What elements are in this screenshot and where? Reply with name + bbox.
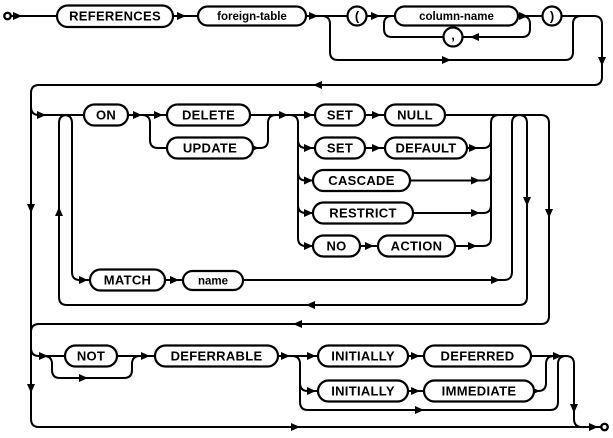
svg-text:DEFERRABLE: DEFERRABLE [171,349,263,364]
svg-text:SET: SET [327,141,353,156]
svg-text:IMMEDIATE: IMMEDIATE [442,384,517,399]
svg-text:): ) [550,9,554,24]
node-deferrable: DEFERRABLE [153,344,280,368]
node-not: NOT [63,344,119,368]
svg-text:(: ( [355,9,360,24]
svg-text:name: name [198,276,228,288]
svg-text:NULL: NULL [397,108,433,123]
svg-text:DEFAULT: DEFAULT [395,141,456,156]
end-terminal [600,422,609,432]
svg-text:ON: ON [96,108,116,123]
node-close-paren: ) [541,5,563,27]
node-match: MATCH [88,268,167,292]
svg-text:NO: NO [326,239,346,254]
svg-text:UPDATE: UPDATE [183,141,237,156]
svg-text:ACTION: ACTION [391,239,443,254]
svg-text:MATCH: MATCH [104,273,151,288]
svg-text:SET: SET [327,108,353,123]
node-references: REFERENCES [55,4,175,29]
node-default: DEFAULT [383,136,469,160]
node-action: ACTION [376,234,457,258]
svg-text:INITIALLY: INITIALLY [331,349,395,364]
svg-text:foreign-table: foreign-table [217,11,287,23]
svg-text:NOT: NOT [77,349,105,364]
node-no: NO [311,234,362,258]
node-comma: , [442,26,464,48]
svg-text:column-name: column-name [419,11,494,23]
node-name: name [181,269,245,292]
flow-arrows [13,12,606,431]
svg-text:RESTRICT: RESTRICT [329,206,396,221]
svg-text:,: , [451,28,455,43]
svg-text:INITIALLY: INITIALLY [331,384,395,399]
node-initially-1: INITIALLY [316,344,410,368]
node-column-name: column-name [393,5,520,27]
node-set-1: SET [313,103,367,127]
node-open-paren: ( [346,5,368,27]
node-set-2: SET [313,136,367,160]
node-initially-2: INITIALLY [316,379,410,403]
node-cascade: CASCADE [311,168,412,193]
svg-text:DEFERRED: DEFERRED [441,349,515,364]
node-immediate: IMMEDIATE [422,379,536,403]
svg-text:CASCADE: CASCADE [328,173,394,188]
svg-text:REFERENCES: REFERENCES [69,9,161,24]
node-foreign-table: foreign-table [196,5,308,27]
svg-text:DELETE: DELETE [182,108,235,123]
node-on: ON [82,103,130,127]
node-deferred: DEFERRED [422,344,533,368]
node-delete: DELETE [165,103,252,127]
node-update: UPDATE [165,136,255,160]
node-null: NULL [383,103,447,127]
node-restrict: RESTRICT [311,201,415,225]
start-terminal [3,11,12,21]
